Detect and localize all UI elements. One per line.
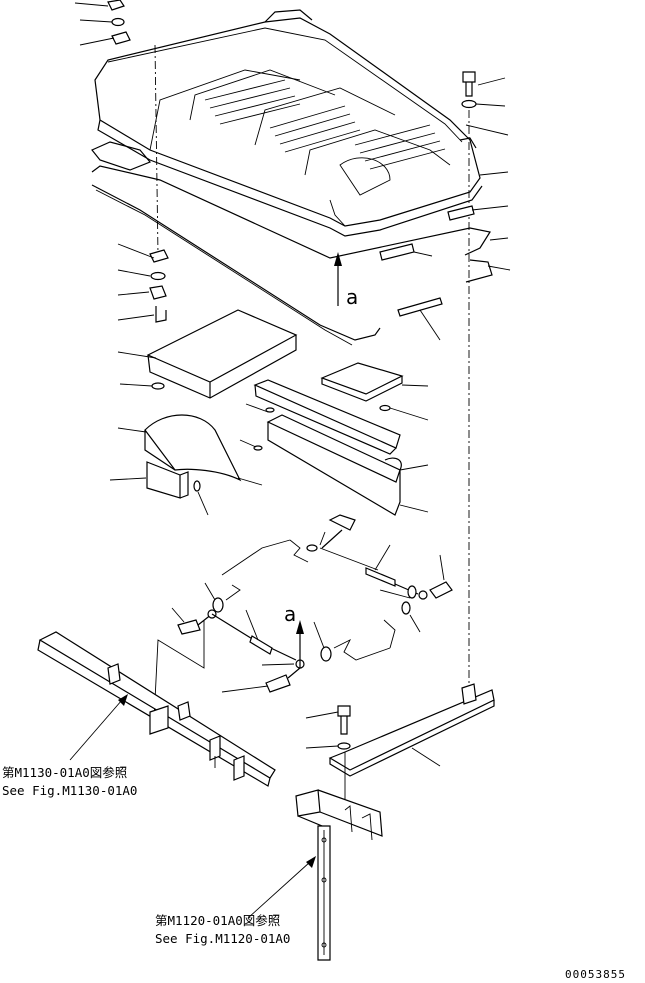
top-left-hardware	[74, 0, 131, 46]
lower-left-frame	[37, 631, 276, 787]
insulation-pads	[109, 309, 429, 516]
view-label-upper: a	[346, 285, 358, 309]
view-label-lower: a	[284, 602, 296, 626]
reference-jp-2: 第M1120-01A0図参照	[155, 913, 280, 928]
seal-frame	[91, 141, 493, 346]
left-hardware-stack	[117, 243, 169, 323]
view-arrow-lower: a	[284, 602, 304, 668]
reference-note-left: 第M1130-01A0図参照 See Fig.M1130-01A0	[2, 765, 137, 798]
cover-brackets	[379, 243, 443, 341]
drawing-code: 00053855	[565, 968, 626, 981]
center-line-left	[154, 44, 159, 256]
reference-leader-left	[69, 694, 128, 761]
right-top-hardware	[447, 71, 511, 690]
reference-en-1: See Fig.M1130-01A0	[2, 783, 137, 798]
view-arrow-upper: a	[334, 252, 358, 309]
right-leaders	[465, 124, 509, 136]
lower-right-frame	[295, 683, 495, 961]
top-cover	[94, 9, 483, 237]
reference-jp-1: 第M1130-01A0図参照	[2, 765, 127, 780]
reference-leader-lower	[247, 856, 316, 919]
gas-struts	[153, 514, 453, 721]
reference-en-2: See Fig.M1120-01A0	[155, 931, 290, 946]
reference-note-lower: 第M1120-01A0図参照 See Fig.M1120-01A0	[155, 913, 290, 946]
